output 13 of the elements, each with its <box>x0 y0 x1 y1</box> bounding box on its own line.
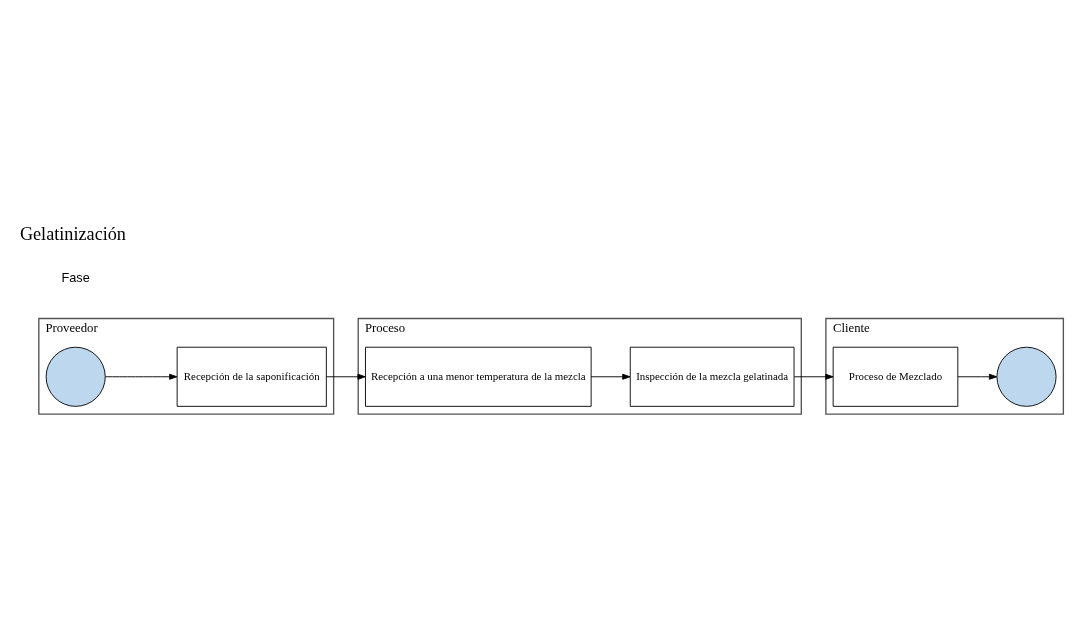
arrow <box>590 373 631 380</box>
node-box: Recepción de la saponificación <box>176 346 327 407</box>
node-box: Recepción a una menor temperatura de la mezcla <box>365 346 592 407</box>
node-box: Inspección de la mezcla gelatinada <box>629 346 795 407</box>
arrow <box>326 373 366 380</box>
arrow <box>104 373 178 380</box>
arrow <box>793 373 834 380</box>
diagram-title: Gelatinización <box>19 223 126 244</box>
node-box: Proceso de Mezclado <box>832 346 959 407</box>
node-circle <box>996 346 1057 407</box>
arrow <box>957 373 998 380</box>
node-circle <box>45 346 106 407</box>
label: Fase <box>61 269 90 285</box>
